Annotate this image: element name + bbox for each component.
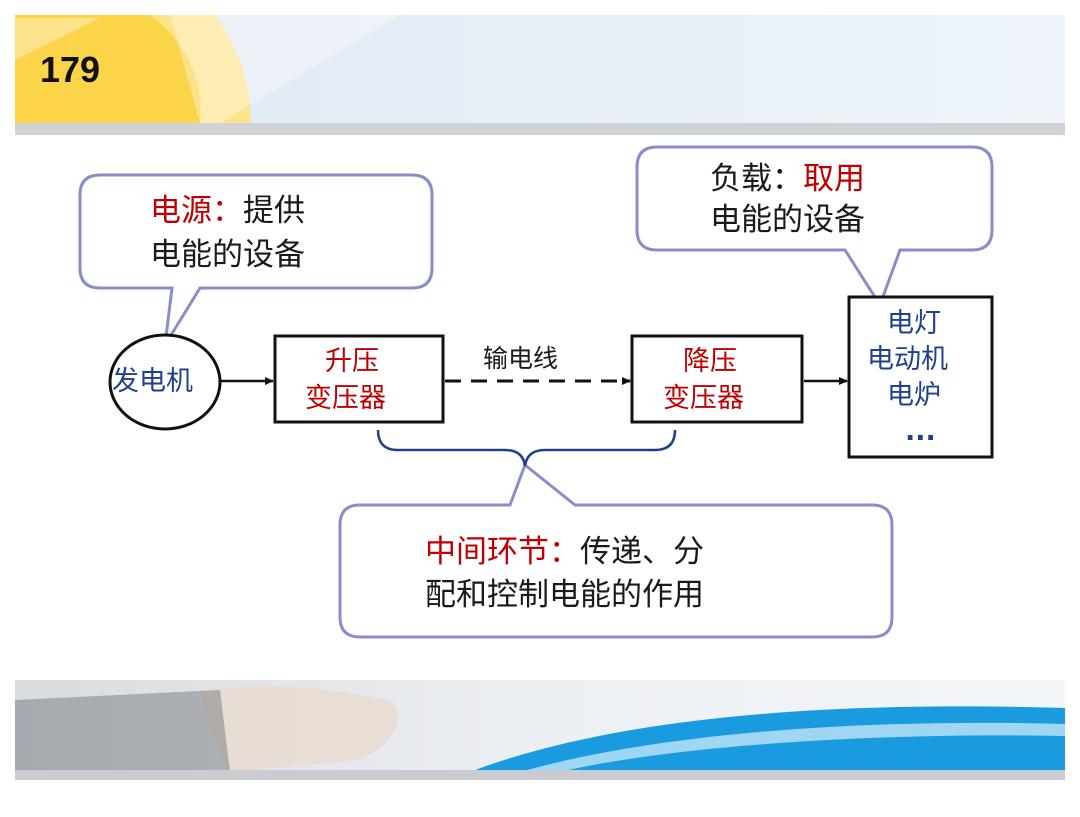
load-prefix: 负载： bbox=[710, 161, 803, 197]
middle-callout-line1: 中间环节：传递、分 bbox=[425, 537, 704, 568]
step-down-line2: 变压器 bbox=[663, 383, 744, 414]
footer-hand-shape bbox=[200, 685, 399, 772]
load-item-furnace: 电炉 bbox=[887, 380, 941, 411]
load-callout-line1: 负载：取用 bbox=[710, 164, 865, 195]
middle-callout-line2: 配和控制电能的作用 bbox=[425, 577, 704, 613]
source-callout-line1: 电源：提供 bbox=[150, 196, 305, 227]
load-callout-line2: 电能的设备 bbox=[710, 202, 865, 238]
generator-label: 发电机 bbox=[112, 366, 193, 397]
step-up-line2: 变压器 bbox=[305, 383, 386, 414]
footer-divider bbox=[15, 770, 1065, 780]
load-callout-bubble bbox=[635, 145, 994, 309]
slide-number: 179 bbox=[40, 49, 101, 90]
step-up-line1: 升压 bbox=[325, 346, 379, 377]
load-item-more: ... bbox=[905, 416, 936, 447]
header-light-ray-2 bbox=[15, 18, 100, 60]
load-item-lamp: 电灯 bbox=[887, 308, 941, 339]
step-down-line1: 降压 bbox=[683, 346, 737, 377]
source-callout-bubble bbox=[78, 173, 434, 346]
source-callout-line2: 电能的设备 bbox=[150, 237, 305, 273]
middle-line1-rest: 传递、分 bbox=[580, 534, 704, 570]
transmission-line-label: 输电线 bbox=[483, 344, 559, 373]
source-colon: ： bbox=[212, 193, 243, 229]
header-light-ray bbox=[170, 15, 400, 123]
footer-shadow-shape bbox=[15, 690, 230, 772]
header-divider bbox=[15, 123, 1065, 135]
load-box bbox=[847, 295, 994, 459]
step-down-transformer-box bbox=[630, 334, 804, 424]
load-item-motor: 电动机 bbox=[867, 344, 948, 375]
footer-light-swoosh bbox=[520, 722, 1065, 772]
source-line1-rest: 提供 bbox=[243, 193, 305, 229]
intermediate-brace bbox=[376, 429, 677, 467]
header-sun-highlight bbox=[150, 15, 251, 123]
step-up-transformer-box bbox=[273, 334, 445, 424]
middle-term: 中间环节： bbox=[425, 534, 580, 570]
middle-callout-bubble bbox=[338, 462, 894, 639]
load-term: 取用 bbox=[803, 161, 865, 197]
source-term: 电源 bbox=[150, 193, 212, 229]
